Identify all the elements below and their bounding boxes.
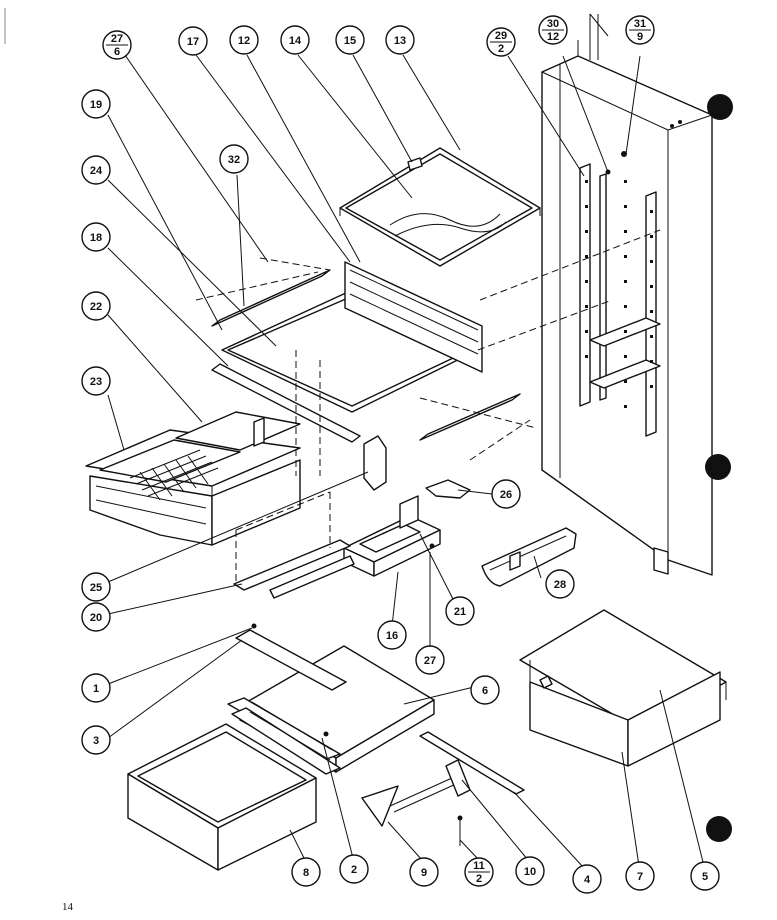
svg-text:29: 29 [495,30,507,42]
registration-dot-top [707,94,733,120]
svg-text:24: 24 [90,165,103,177]
svg-text:9: 9 [421,867,427,879]
svg-text:11: 11 [473,860,485,872]
callout-2[interactable]: 2 [339,854,369,884]
callout-8[interactable]: 8 [291,857,321,887]
center-control-bracket [343,435,471,577]
registration-dot-middle [705,454,731,480]
svg-text:3: 3 [93,735,99,747]
svg-text:28: 28 [554,579,566,591]
callout-27-6[interactable]: 27 6 [102,30,132,60]
callout-29-2[interactable]: 29 2 [486,27,516,57]
callout-1[interactable]: 1 [81,673,111,703]
crisper-pan-pair [85,411,301,546]
svg-text:27: 27 [424,655,436,667]
svg-text:12: 12 [238,35,250,47]
callout-15[interactable]: 15 [335,25,365,55]
callout-30-12[interactable]: 30 12 [538,15,568,45]
svg-text:5: 5 [702,871,708,883]
callouts: 27 6 17 12 14 15 13 29 2 30 12 31 9 19 3… [81,15,720,894]
svg-text:22: 22 [90,301,102,313]
callout-20[interactable]: 20 [81,602,111,632]
svg-text:2: 2 [351,864,357,876]
callout-10[interactable]: 10 [515,856,545,886]
page-number: 14 [62,901,73,913]
callout-12[interactable]: 12 [229,25,259,55]
drawer-slide-assembly [361,731,525,846]
svg-text:20: 20 [90,612,102,624]
callout-25[interactable]: 25 [81,572,111,602]
callout-26[interactable]: 26 [491,479,521,509]
callout-11-2[interactable]: 11 2 [464,857,494,887]
callout-24[interactable]: 24 [81,155,111,185]
svg-text:10: 10 [524,866,536,878]
callout-14[interactable]: 14 [280,25,310,55]
cabinet-liner [541,13,713,576]
callout-17[interactable]: 17 [178,26,208,56]
registration-dot-bottom [706,816,732,842]
svg-text:27: 27 [111,33,123,45]
callout-22[interactable]: 22 [81,291,111,321]
svg-text:32: 32 [228,154,240,166]
svg-text:15: 15 [344,35,356,47]
svg-text:25: 25 [90,582,102,594]
svg-text:8: 8 [303,867,309,879]
callout-31-9[interactable]: 31 9 [625,15,655,45]
svg-text:13: 13 [394,35,406,47]
glass-shelf-upper [339,147,541,267]
callout-4[interactable]: 4 [572,864,602,894]
callout-13[interactable]: 13 [385,25,415,55]
svg-text:1: 1 [93,683,99,695]
svg-text:4: 4 [584,874,591,886]
svg-text:2: 2 [498,43,504,55]
callout-9[interactable]: 9 [409,857,439,887]
callout-21[interactable]: 21 [445,596,475,626]
svg-text:17: 17 [187,36,199,48]
callout-18[interactable]: 18 [81,222,111,252]
leader-lines [107,54,705,869]
svg-text:18: 18 [90,232,102,244]
callout-19[interactable]: 19 [81,89,111,119]
svg-text:31: 31 [634,18,646,30]
svg-text:6: 6 [482,685,488,697]
callout-23[interactable]: 23 [81,366,111,396]
svg-text:30: 30 [547,18,559,30]
callout-28[interactable]: 28 [545,569,575,599]
callout-7[interactable]: 7 [625,861,655,891]
lower-bracket-rail [233,350,355,599]
storage-bin-right [519,609,727,767]
svg-text:9: 9 [637,31,643,43]
callout-27[interactable]: 27 [415,645,445,675]
svg-text:23: 23 [90,376,102,388]
svg-text:14: 14 [289,35,302,47]
crisper-drawer-lower [127,723,317,871]
callout-3[interactable]: 3 [81,725,111,755]
svg-text:19: 19 [90,99,102,111]
svg-text:2: 2 [476,873,482,885]
svg-text:16: 16 [386,630,398,642]
callout-16[interactable]: 16 [377,620,407,650]
door-bin [481,527,577,587]
callout-5[interactable]: 5 [690,861,720,891]
svg-text:7: 7 [637,871,643,883]
callout-32[interactable]: 32 [219,144,249,174]
svg-text:6: 6 [114,46,120,58]
svg-text:12: 12 [547,31,559,43]
callout-6-cover[interactable]: 6 [470,675,500,705]
svg-text:21: 21 [454,606,466,618]
shelf-ladder-rails [579,151,661,437]
svg-text:26: 26 [500,489,512,501]
crisper-cover [227,623,435,775]
